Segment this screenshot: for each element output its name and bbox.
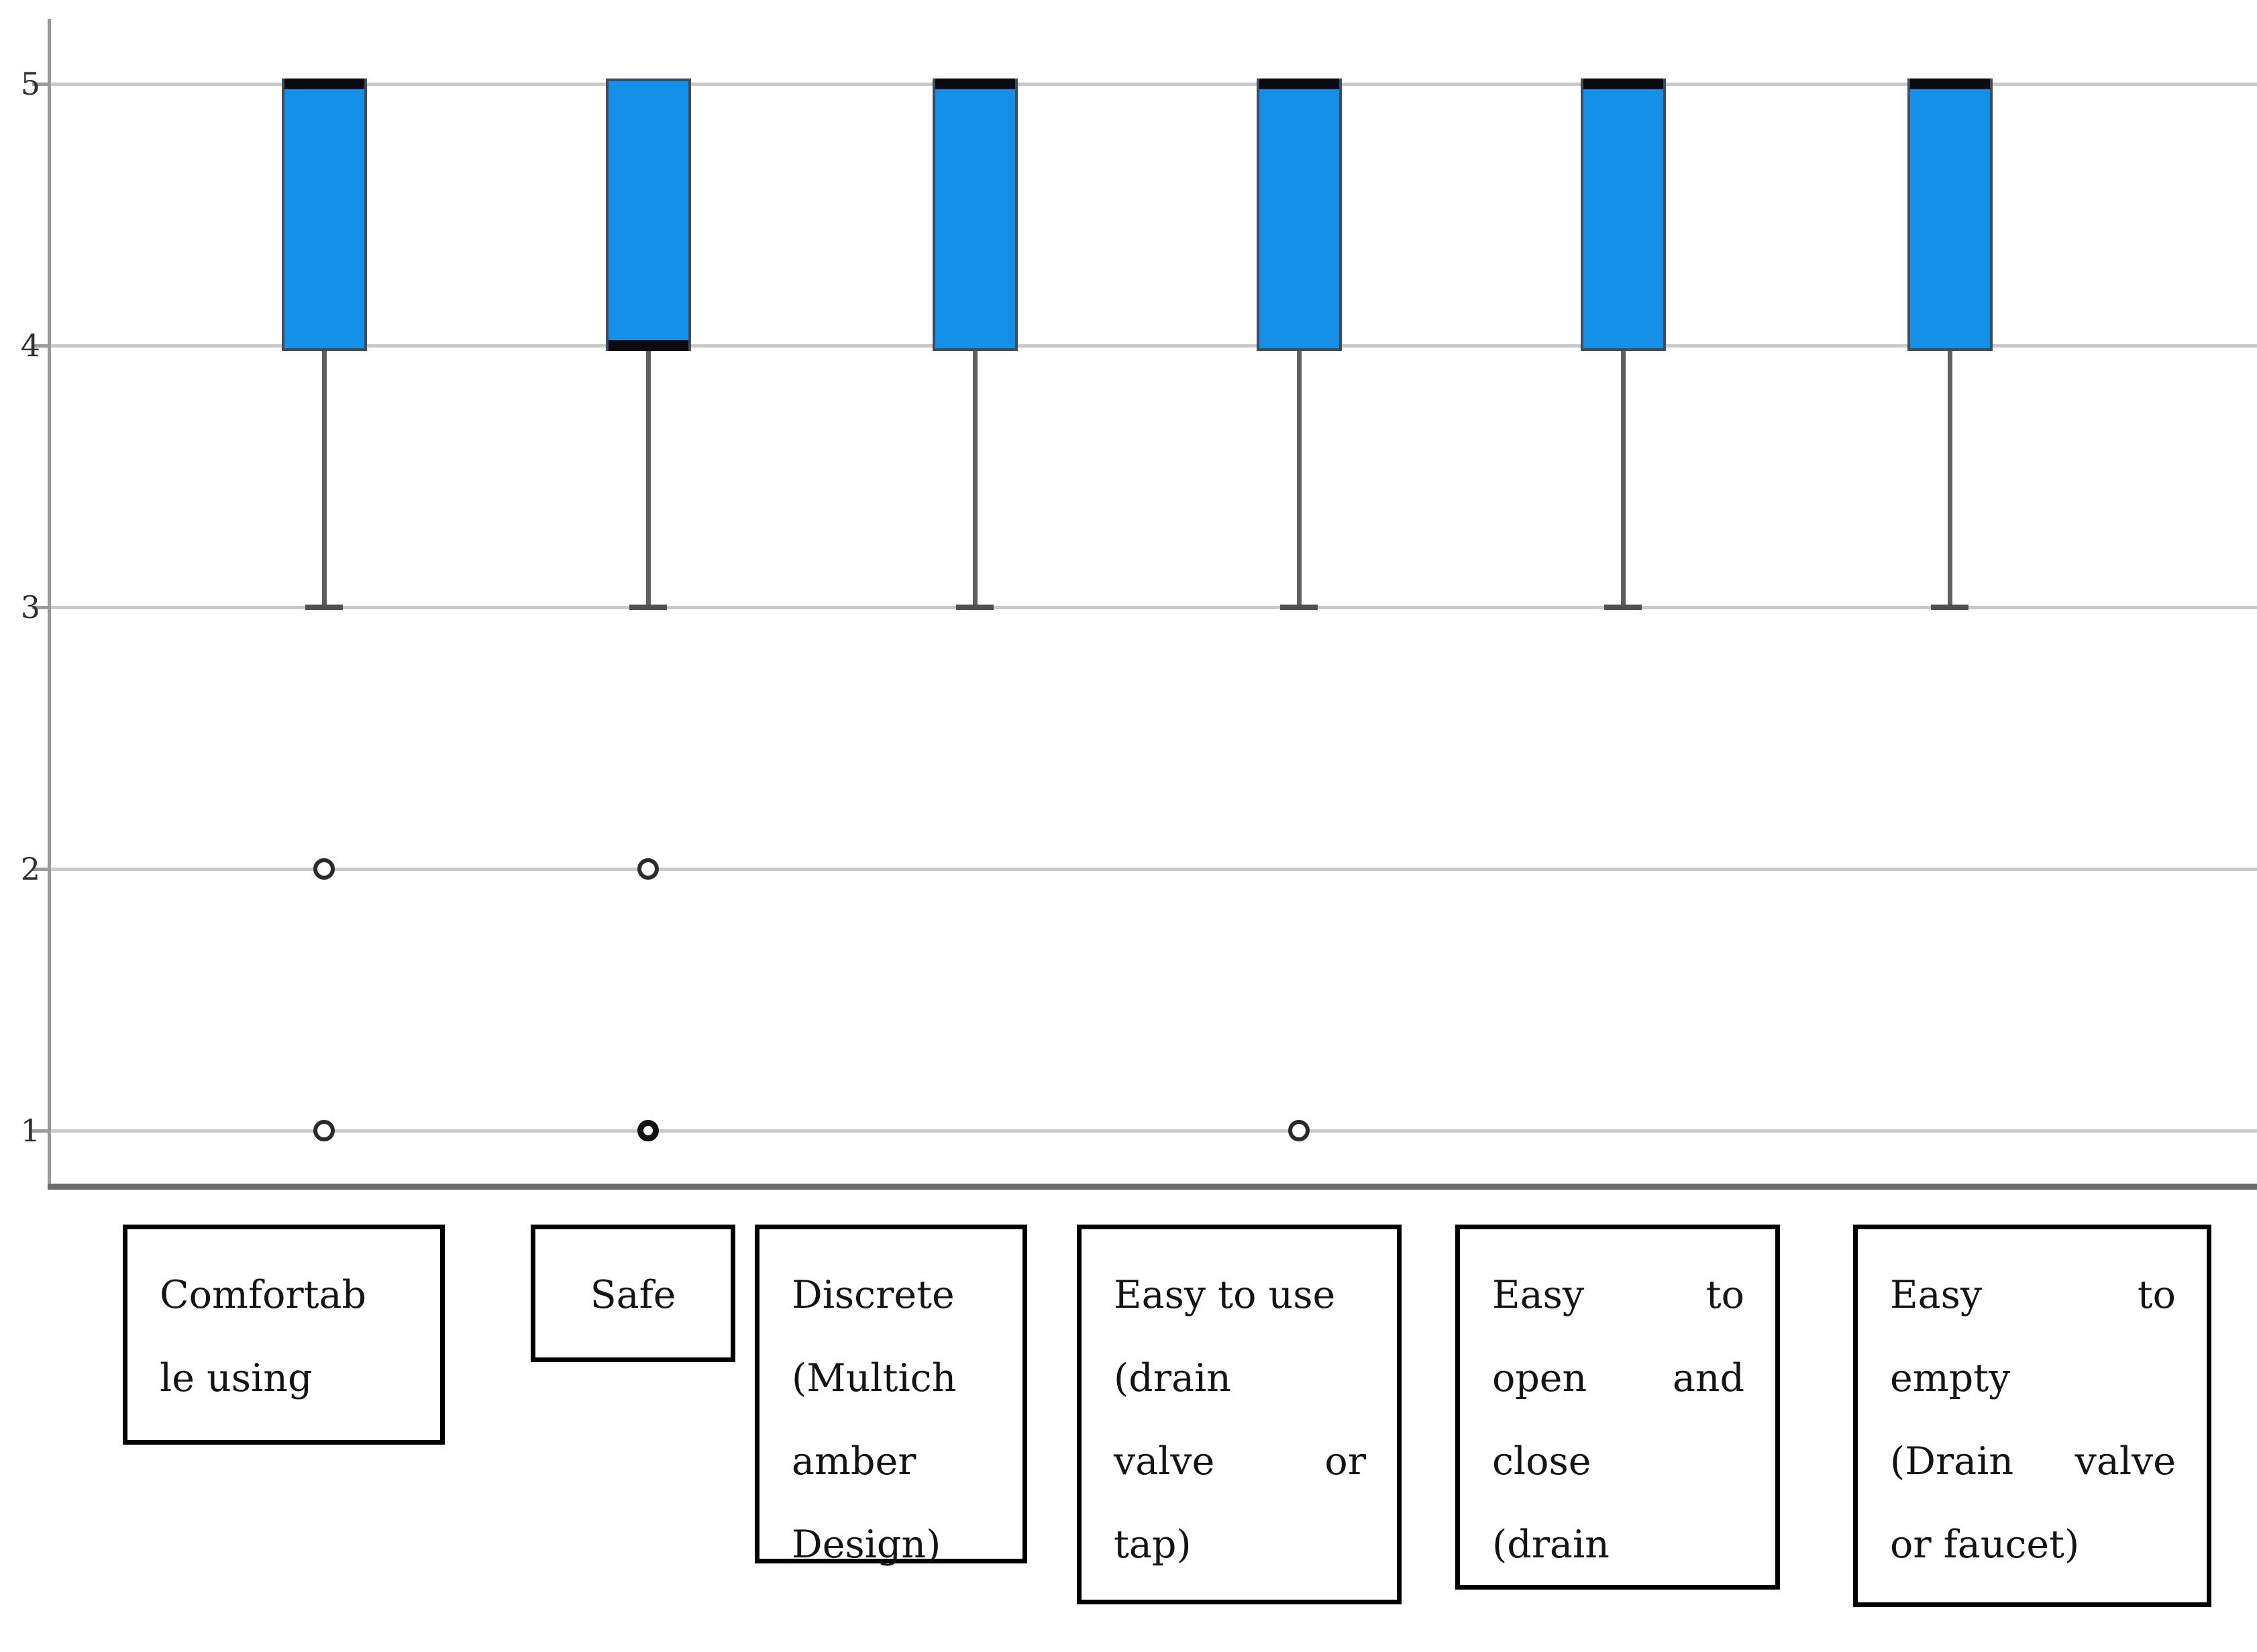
box-iqr xyxy=(1907,79,1993,351)
category-label-word: and xyxy=(1672,1356,1744,1400)
y-tick-mark xyxy=(32,1129,48,1133)
category-label-line: Easy to use xyxy=(1114,1273,1336,1317)
category-label-line: Safe xyxy=(590,1273,676,1317)
x-axis-line xyxy=(48,1184,2257,1190)
y-axis-line xyxy=(48,19,51,1190)
whisker-line xyxy=(973,351,978,607)
category-label-box: Easy to empty (Drain valve or faucet) xyxy=(1853,1225,2211,1607)
y-gridline xyxy=(48,1129,2257,1133)
y-tick-label: 1 xyxy=(20,1113,40,1149)
category-label-line: amber xyxy=(792,1439,916,1484)
category-label-line: (Multich xyxy=(792,1356,957,1400)
box-iqr xyxy=(606,79,691,351)
outlier-circle xyxy=(313,858,335,880)
whisker-cap xyxy=(305,605,343,610)
y-tick-mark xyxy=(32,83,48,86)
whisker-line xyxy=(646,351,651,607)
category-label-word: open xyxy=(1492,1356,1587,1400)
outlier-circle xyxy=(1288,1120,1310,1141)
category-label-line: (drain xyxy=(1492,1522,1610,1567)
category-label-word: to xyxy=(1705,1273,1744,1317)
box-iqr xyxy=(933,79,1018,351)
whisker-line xyxy=(1948,351,1952,607)
whisker-line xyxy=(1297,351,1302,607)
y-tick-mark xyxy=(32,868,48,871)
category-label-line: Design) xyxy=(792,1522,941,1567)
category-label-line: close xyxy=(1492,1439,1591,1484)
category-label-line: tap) xyxy=(1114,1522,1192,1567)
y-tick-label: 4 xyxy=(20,327,40,364)
outlier-circle xyxy=(637,858,659,880)
category-label-line: le using xyxy=(160,1356,313,1400)
y-tick-label: 2 xyxy=(20,851,40,887)
category-label-line: Discrete xyxy=(792,1273,955,1317)
median-line xyxy=(1910,79,1990,89)
median-line xyxy=(284,79,364,89)
category-label-line: empty xyxy=(1890,1356,2011,1400)
category-label-word: valve xyxy=(1114,1439,1215,1484)
whisker-cap xyxy=(956,605,994,610)
category-label-word: valve xyxy=(2075,1439,2176,1484)
median-line xyxy=(1583,79,1663,89)
category-label-word: Easy xyxy=(1492,1273,1585,1317)
box-iqr xyxy=(282,79,367,351)
category-label-line: (Drain valve xyxy=(1890,1429,2176,1512)
median-line xyxy=(935,79,1015,89)
box-iqr xyxy=(1257,79,1342,351)
category-label-line: Comfortab xyxy=(160,1273,367,1317)
y-tick-label: 5 xyxy=(20,66,40,102)
median-line xyxy=(1259,79,1339,89)
category-label-word: (Drain xyxy=(1890,1439,2014,1484)
category-label-word: Easy xyxy=(1890,1273,1983,1317)
box-iqr xyxy=(1581,79,1666,351)
whisker-cap xyxy=(1931,605,1969,610)
category-label-line: or faucet) xyxy=(1890,1522,2080,1567)
whisker-cap xyxy=(1280,605,1318,610)
whisker-line xyxy=(1621,351,1626,607)
y-gridline xyxy=(48,83,2257,86)
category-label-line: Easy to xyxy=(1492,1263,1744,1346)
category-label-line: (drain xyxy=(1114,1356,1231,1400)
y-gridline xyxy=(48,868,2257,871)
category-label-line: valve or xyxy=(1114,1429,1366,1512)
outlier-circle xyxy=(637,1120,659,1141)
whisker-cap xyxy=(629,605,667,610)
category-label-box: Easy to open and close (drain xyxy=(1455,1225,1780,1590)
category-label-word: to xyxy=(2137,1273,2176,1317)
y-gridline xyxy=(48,344,2257,348)
category-label-box: Comfortab le using xyxy=(123,1225,445,1445)
y-tick-mark xyxy=(32,344,48,348)
y-tick-mark xyxy=(32,606,48,609)
whisker-line xyxy=(322,351,327,607)
whisker-cap xyxy=(1604,605,1642,610)
y-gridline xyxy=(48,606,2257,609)
category-label-box: Easy to use (drain valve or tap) xyxy=(1077,1225,1402,1604)
y-tick-label: 3 xyxy=(20,589,40,625)
category-label-box: Safe xyxy=(531,1225,735,1362)
category-label-line: Easy to xyxy=(1890,1263,2176,1346)
category-label-word: or xyxy=(1324,1439,1366,1484)
category-label-line: open and xyxy=(1492,1346,1744,1429)
outlier-circle xyxy=(313,1120,335,1141)
median-line xyxy=(609,340,688,351)
